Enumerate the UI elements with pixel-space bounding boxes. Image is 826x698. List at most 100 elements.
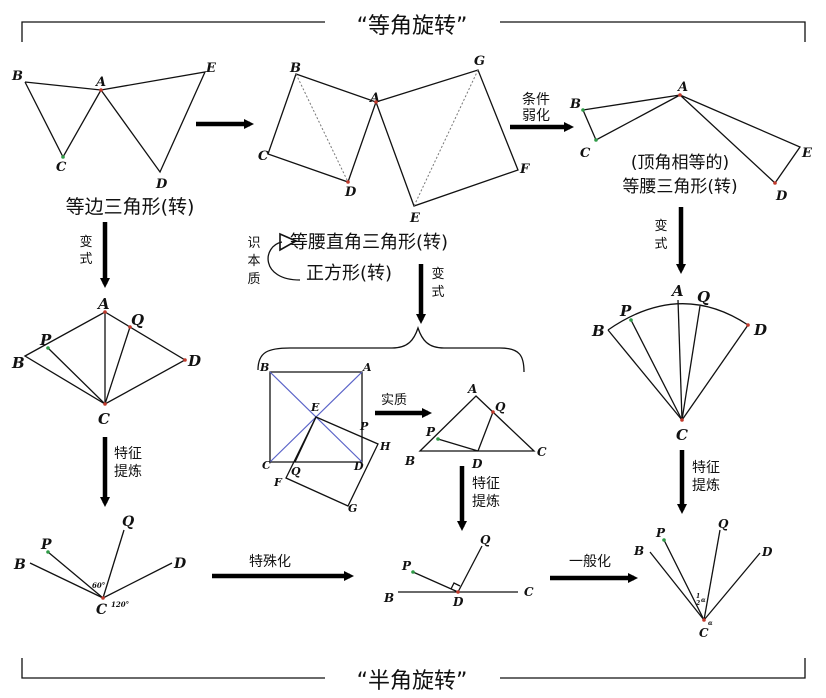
svg-text:D: D (452, 595, 464, 609)
svg-text:B: B (383, 591, 394, 605)
label-F: F (519, 162, 530, 177)
figure-squares: B A C D G F E (258, 54, 530, 226)
point-markers (46, 88, 777, 622)
svg-text:C: C (699, 626, 709, 640)
svg-text:D: D (471, 457, 483, 471)
label-E: E (409, 211, 421, 226)
figure-isosceles: B A C E D (569, 80, 813, 204)
svg-text:Q: Q (718, 517, 729, 531)
svg-text:质: 质 (247, 272, 260, 287)
arrow-label-weaken-1: 条件 (522, 91, 550, 108)
svg-text:D: D (353, 460, 364, 473)
svg-text:A: A (96, 295, 110, 313)
label-C: C (258, 149, 269, 164)
svg-text:H: H (379, 440, 391, 453)
svg-text:实质: 实质 (381, 393, 407, 408)
svg-text:P: P (40, 537, 52, 553)
svg-text:式: 式 (654, 237, 667, 252)
svg-text:E: E (310, 401, 320, 414)
svg-text:一般化: 一般化 (569, 554, 611, 570)
svg-text:Q: Q (495, 400, 506, 414)
figure-right-angle: B P Q D C (383, 533, 534, 609)
svg-text:Q: Q (291, 465, 301, 478)
label-D: D (344, 185, 357, 200)
svg-text:A: A (467, 382, 477, 396)
caption-isosceles-1: (顶角相等的) (631, 153, 729, 173)
figure-equilateral: B A E C D (11, 61, 217, 192)
figure-square-rotation: B A E P H C Q D F G (259, 361, 391, 515)
brace (257, 325, 525, 373)
svg-text:B: B (591, 322, 605, 340)
svg-text:B: B (404, 454, 415, 468)
title-bottom: “半角旋转” (357, 669, 468, 694)
svg-text:C: C (98, 410, 110, 428)
svg-text:F: F (273, 476, 283, 489)
svg-text:Q: Q (480, 533, 491, 547)
figure-angle-60: B P Q D C 60° 120° (13, 514, 187, 618)
label-B: B (569, 97, 581, 112)
svg-text:D: D (187, 352, 201, 370)
svg-text:特征: 特征 (472, 476, 500, 492)
svg-text:B: B (259, 361, 269, 374)
svg-text:D: D (761, 545, 773, 559)
svg-text:α: α (708, 620, 713, 627)
caption-equilateral: 等边三角形(转) (66, 196, 195, 218)
svg-text:Q: Q (122, 514, 134, 530)
svg-text:式: 式 (431, 285, 444, 300)
svg-text:B: B (13, 557, 26, 573)
svg-text:C: C (96, 602, 107, 618)
figure-angle-alpha: B P Q D C 1 2 α α (633, 517, 773, 640)
figure-rhombus: A B P Q D C (11, 295, 201, 428)
svg-text:C: C (524, 585, 534, 599)
title-top: “等角旋转” (357, 14, 468, 39)
svg-text:本: 本 (247, 254, 260, 269)
arrow-label-weaken-2: 弱化 (522, 108, 550, 124)
caption-isosceles-right: 等腰直角三角形(转) (290, 232, 448, 253)
label-A: A (94, 75, 106, 90)
svg-text:P: P (359, 420, 369, 433)
svg-text:C: C (262, 459, 271, 472)
label-E: E (801, 146, 813, 161)
svg-text:识: 识 (247, 236, 260, 251)
svg-text:提炼: 提炼 (472, 494, 500, 510)
svg-text:P: P (401, 559, 412, 573)
svg-text:特征: 特征 (692, 460, 720, 476)
label-C: C (580, 146, 591, 161)
figure-right-triangle: A P Q B D C (404, 382, 547, 471)
svg-text:Q: Q (131, 311, 144, 329)
caption-isosceles-2: 等腰三角形(转) (622, 177, 737, 197)
svg-text:特征: 特征 (114, 446, 142, 462)
svg-text:Q: Q (697, 288, 710, 306)
svg-text:提炼: 提炼 (692, 478, 720, 494)
svg-text:P: P (655, 526, 666, 540)
svg-text:P: P (39, 331, 52, 349)
label-G: G (474, 54, 485, 69)
label-C: C (56, 160, 67, 175)
svg-text:变: 变 (79, 234, 92, 250)
svg-text:B: B (633, 544, 644, 558)
svg-text:A: A (362, 361, 372, 374)
svg-text:2: 2 (695, 600, 700, 607)
svg-text:变: 变 (654, 218, 667, 234)
recognize-essence: 识 本 质 (247, 232, 301, 287)
label-B: B (289, 61, 301, 76)
label-B: B (11, 69, 23, 84)
svg-text:C: C (537, 445, 547, 459)
figure-fan: A B P Q D C (591, 282, 767, 444)
svg-text:α: α (701, 597, 706, 604)
svg-text:120°: 120° (111, 600, 129, 609)
svg-text:A: A (670, 282, 684, 300)
svg-text:60°: 60° (92, 581, 105, 590)
svg-text:P: P (619, 302, 632, 320)
svg-text:1: 1 (696, 593, 700, 600)
svg-text:式: 式 (79, 252, 92, 267)
svg-text:D: D (173, 556, 187, 572)
label-A: A (368, 91, 380, 106)
top-bracket: “等角旋转” (21, 14, 806, 42)
svg-text:P: P (425, 425, 436, 439)
svg-text:G: G (348, 502, 357, 515)
label-A: A (676, 80, 688, 95)
label-E: E (205, 61, 217, 76)
svg-text:变: 变 (431, 266, 444, 282)
